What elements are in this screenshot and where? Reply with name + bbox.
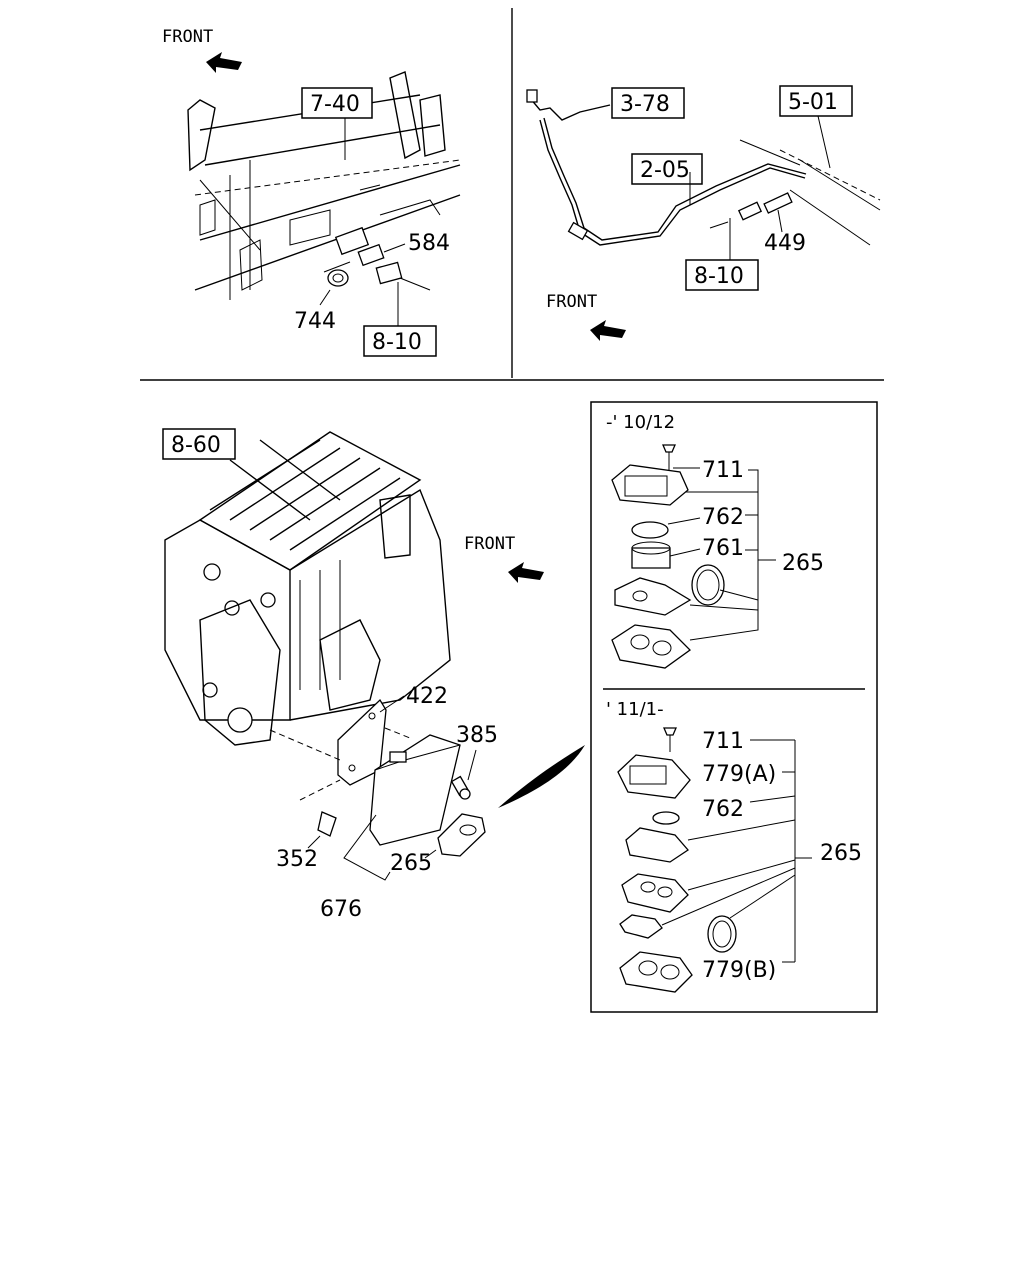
bolt-385	[450, 749, 477, 800]
front-arrow-icon	[206, 52, 242, 73]
hvac-unit	[164, 431, 451, 746]
ref-label-7-40: 7-40	[310, 92, 360, 117]
front-label-top-left: FRONT	[162, 27, 213, 47]
front-label-bottom: FRONT	[464, 534, 515, 554]
inset-lower-part-711: 711	[702, 729, 744, 754]
part-label-449: 449	[764, 231, 806, 256]
screw-352	[299, 779, 341, 849]
upper-fob-parts	[611, 444, 776, 669]
ref-box-8-10-right	[685, 259, 759, 291]
ref-box-5-01	[779, 85, 853, 117]
leader-676	[343, 814, 391, 881]
ref-label-8-60: 8-60	[171, 433, 221, 458]
part-label-265-main: 265	[390, 851, 432, 876]
inset-upper-part-762: 762	[702, 505, 744, 530]
inset-lower-period: ' 11/1-	[606, 699, 664, 720]
part-label-422: 422	[406, 684, 448, 709]
inset-upper-part-761: 761	[702, 536, 744, 561]
part-label-385: 385	[456, 723, 498, 748]
inset-lower-part-779b: 779(B)	[702, 958, 776, 983]
key-fob-265	[424, 813, 486, 859]
connector-8-10-left	[375, 261, 431, 328]
front-label-top-right: FRONT	[546, 292, 597, 312]
sensor-584	[334, 226, 406, 267]
front-arrow-icon	[590, 320, 626, 341]
ref-box-3-78	[611, 87, 685, 119]
ref-box-7-40	[301, 87, 373, 119]
zoom-wedge	[498, 745, 585, 808]
body-panel	[739, 115, 881, 246]
lower-fob-parts	[617, 727, 812, 993]
inset-lower-part-779a: 779(A)	[702, 762, 776, 787]
part-label-744: 744	[294, 309, 336, 334]
inset-upper-part-711: 711	[702, 458, 744, 483]
inset-box	[590, 401, 878, 1013]
ref-label-8-10-right: 8-10	[694, 264, 744, 289]
ref-label-3-78: 3-78	[620, 92, 670, 117]
ref-label-8-10-left: 8-10	[372, 330, 422, 355]
antenna-cable	[526, 89, 807, 246]
part-label-584: 584	[408, 231, 450, 256]
ref-box-8-60	[162, 428, 236, 460]
cable-449	[709, 192, 793, 262]
inset-lower-part-762: 762	[702, 797, 744, 822]
inset-lower-part-265: 265	[820, 841, 862, 866]
control-module	[369, 727, 461, 846]
part-label-352: 352	[276, 847, 318, 872]
ref-box-8-10-left	[363, 325, 437, 357]
part-label-676: 676	[320, 897, 362, 922]
front-arrow-icon	[508, 562, 544, 583]
inset-upper-period: -' 10/12	[606, 412, 675, 433]
inset-upper-part-265: 265	[782, 551, 824, 576]
nut-744	[319, 261, 351, 306]
ref-label-5-01: 5-01	[788, 90, 838, 115]
ref-label-2-05: 2-05	[640, 158, 690, 183]
